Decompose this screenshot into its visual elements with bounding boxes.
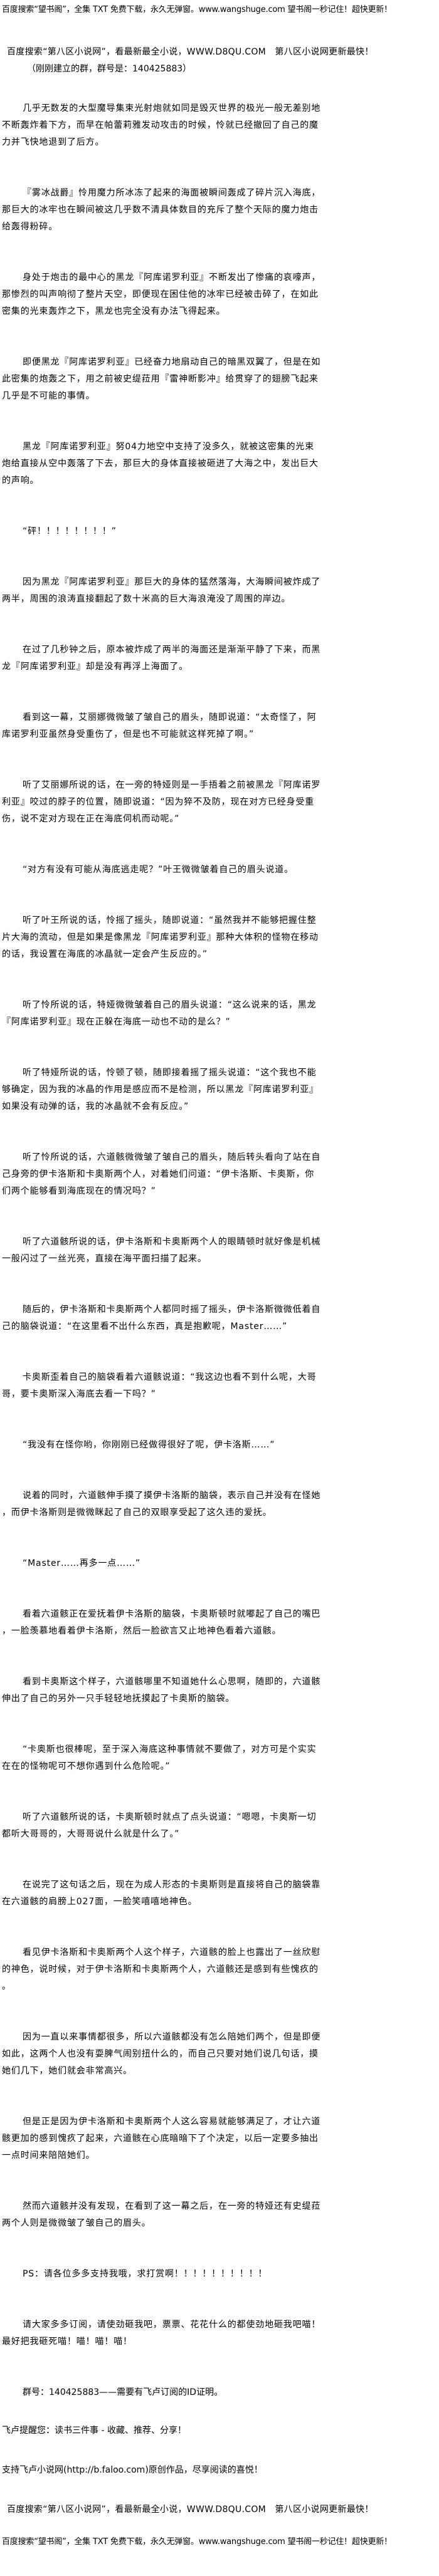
paragraph: 黑龙『阿库诺罗利亚』努04力地空中支持了没多久，就被这密集的光束炮给直接从空中轰… <box>2 442 319 486</box>
paragraph: 听了艾丽娜所说的话，在一旁的特娅则是一手捂着之前被黑龙『阿库诺罗利亚』咬过的脖子… <box>2 780 321 824</box>
faloo-support-link[interactable]: 支持飞卢小说网(http://b.faloo.com)原创作品，尽享阅读的喜悦！ <box>2 2465 263 2475</box>
paragraph: 但是正是因为伊卡洛斯和卡奥斯两个人这么容易就能够满足了，才让六道骸更加的感到愧疚… <box>2 2117 321 2161</box>
paragraph: 然而六道骸并没有发现，在看到了这一幕之后，在一旁的特娅还有史缇菈两个人则是微微皱… <box>2 2201 321 2228</box>
paragraph: 几乎无数发的大型魔导集束光射炮就如同是毁灭世界的极光一般无差别地不断轰炸着下方，… <box>2 103 321 147</box>
paragraph: 在说完了这句话之后，现在为成人形态的卡奥斯则是直接将自己的脑袋靠在六道骸的肩膀上… <box>2 1880 321 1907</box>
paragraph: 听了怜所说的话，特娅微微皱着自己的眉头说道：“这么说来的话，黑龙『阿库诺罗利亚』… <box>2 1000 317 1027</box>
paragraph: 听了怜所说的话，六道骸微微皱了皱自己的眉头，随后转头看向了站在自己身旁的伊卡洛斯… <box>2 1152 321 1196</box>
ad-banner-wangshuge-top: 百度搜索“望书阁”，全集 TXT 免费下载，永久无弹窗。www.wangshug… <box>2 5 392 14</box>
paragraph: 看到这一幕，艾丽娜微微皱了皱自己的眉头，随即说道：“太奇怪了，阿库诺罗利亚虽然身… <box>2 712 317 739</box>
paragraph: 随后的，伊卡洛斯和卡奥斯两个人都同时摇了摇头，伊卡洛斯微微低着自己的脑袋说道：“… <box>2 1305 321 1332</box>
paragraph: 『雾冰战爵』怜用魔力所冰冻了起来的海面被瞬间轰成了碎片沉入海底，那巨大的冰牢也在… <box>2 188 321 232</box>
chapter-body: 几乎无数发的大型魔导集束光射炮就如同是毁灭世界的极光一般无差别地不断轰炸着下方，… <box>2 100 323 2232</box>
ad-banner-d8qu-bottom: 百度搜索“第八区小说网”，看最新最全小说，WWW.D8QU.COM 第八区小说网… <box>7 2505 374 2515</box>
paragraph: 看到卡奥斯这个样子，六道骸哪里不知道她什么心思啊，随即的，六道骸伸出了自己的另外… <box>2 1677 321 1704</box>
subscribe-plea: 请大家多多订阅，请使劲砸我吧，票票、花花什么的都使劲地砸我吧喵！最好把我砸死喵！… <box>2 2320 321 2347</box>
paragraph: 说着的同时，六道骸伸手摸了摸伊卡洛斯的脑袋，表示自己并没有在怪她，而伊卡洛斯则是… <box>2 1491 321 1518</box>
chapter-document: 百度搜索“望书阁”，全集 TXT 免费下载，永久无弹窗。www.wangshug… <box>2 5 392 2547</box>
paragraph: 卡奥斯歪着自己的脑袋看着六道骸说道：“我这边也看不到什么呢，大哥哥，要卡奥斯深入… <box>2 1372 317 1399</box>
paragraph: 因为一直以来事情都很多，所以六道骸都没有怎么陪她们两个，但是即便如此，这两个人也… <box>2 2032 321 2076</box>
paragraph: “Master……再多一点……” <box>23 1558 140 1568</box>
group-number-note: （刚刚建立的群，群号是：140425883） <box>27 64 192 74</box>
paragraph: “我没有在怪你哟，你刚刚已经做得很好了呢，伊卡洛斯……” <box>23 1440 275 1450</box>
ad-banner-wangshuge-bottom: 百度搜索“望书阁”，全集 TXT 免费下载，永久无弹窗。www.wangshug… <box>2 2537 392 2547</box>
paragraph: 因为黑龙『阿库诺罗利亚』那巨大的身体的猛然落海，大海瞬间被炸成了两半，周围的浪涛… <box>2 577 321 604</box>
paragraph: 看见伊卡洛斯和卡奥斯两个人这个样子，六道骸的脸上也露出了一丝欣慰的神色，说时候，… <box>2 1948 321 1991</box>
ad-banner-d8qu-top: 百度搜索“第八区小说网”，看最新最全小说，WWW.D8QU.COM 第八区小说网… <box>7 47 374 57</box>
paragraph: 听了六道骸所说的话，卡奥斯顿时就点了点头说道：“嗯嗯，卡奥斯一切都听大哥哥的，大… <box>2 1812 317 1839</box>
paragraph: 即便黑龙『阿库诺罗利亚』已经奋力地扇动自己的暗黑双翼了，但是在如此密集的炮轰之下… <box>2 357 321 401</box>
faloo-reminder: 飞卢提醒您：读书三件事 - 收藏、推荐、分享！ <box>2 2426 186 2436</box>
paragraph: “卡奥斯也很棒呢，至于深入海底这种事情就不要做了，对方可是个实实在在的怪物呢可不… <box>2 1744 317 1771</box>
paragraph: 听了叶王所说的话，怜摇了摇头，随即说道：“虽然我并不能够把握住整片大海的流动，但… <box>2 915 319 959</box>
paragraph: “砰！！！！！！！！” <box>23 526 117 536</box>
paragraph: 看着六道骸正在爱抚着伊卡洛斯的脑袋，卡奥斯顿时就嘟起了自己的嘴巴，一脸羡慕地看着… <box>2 1609 321 1636</box>
paragraph: 听了特娅所说的话，怜顿了顿，随即接着摇了摇头说道：“这个我也不能够确定，因为我的… <box>2 1068 319 1112</box>
group-id-note: 群号：140425883——需要有飞卢订阅的ID证明。 <box>23 2387 223 2397</box>
paragraph: 身处于炮击的最中心的黑龙『阿库诺罗利亚』不断发出了惨痛的哀嚎声，那惨烈的叫声响彻… <box>2 273 321 316</box>
paragraph: 听了六道骸所说的话，伊卡洛斯和卡奥斯两个人的眼睛顿时就好像是机械一般闪过了一丝光… <box>2 1237 321 1264</box>
ps-note: PS：请各位多多支持我哦，求打赏啊！！！！！！！！！！ <box>23 2269 268 2279</box>
paragraph: “对方有没有可能从海底逃走呢？”叶王微微皱着自己的眉头说道。 <box>23 865 294 875</box>
paragraph: 在过了几秒钟之后，原本被炸成了两半的海面还是渐渐平静了下来，而黑龙『阿库诺罗利亚… <box>2 645 321 672</box>
